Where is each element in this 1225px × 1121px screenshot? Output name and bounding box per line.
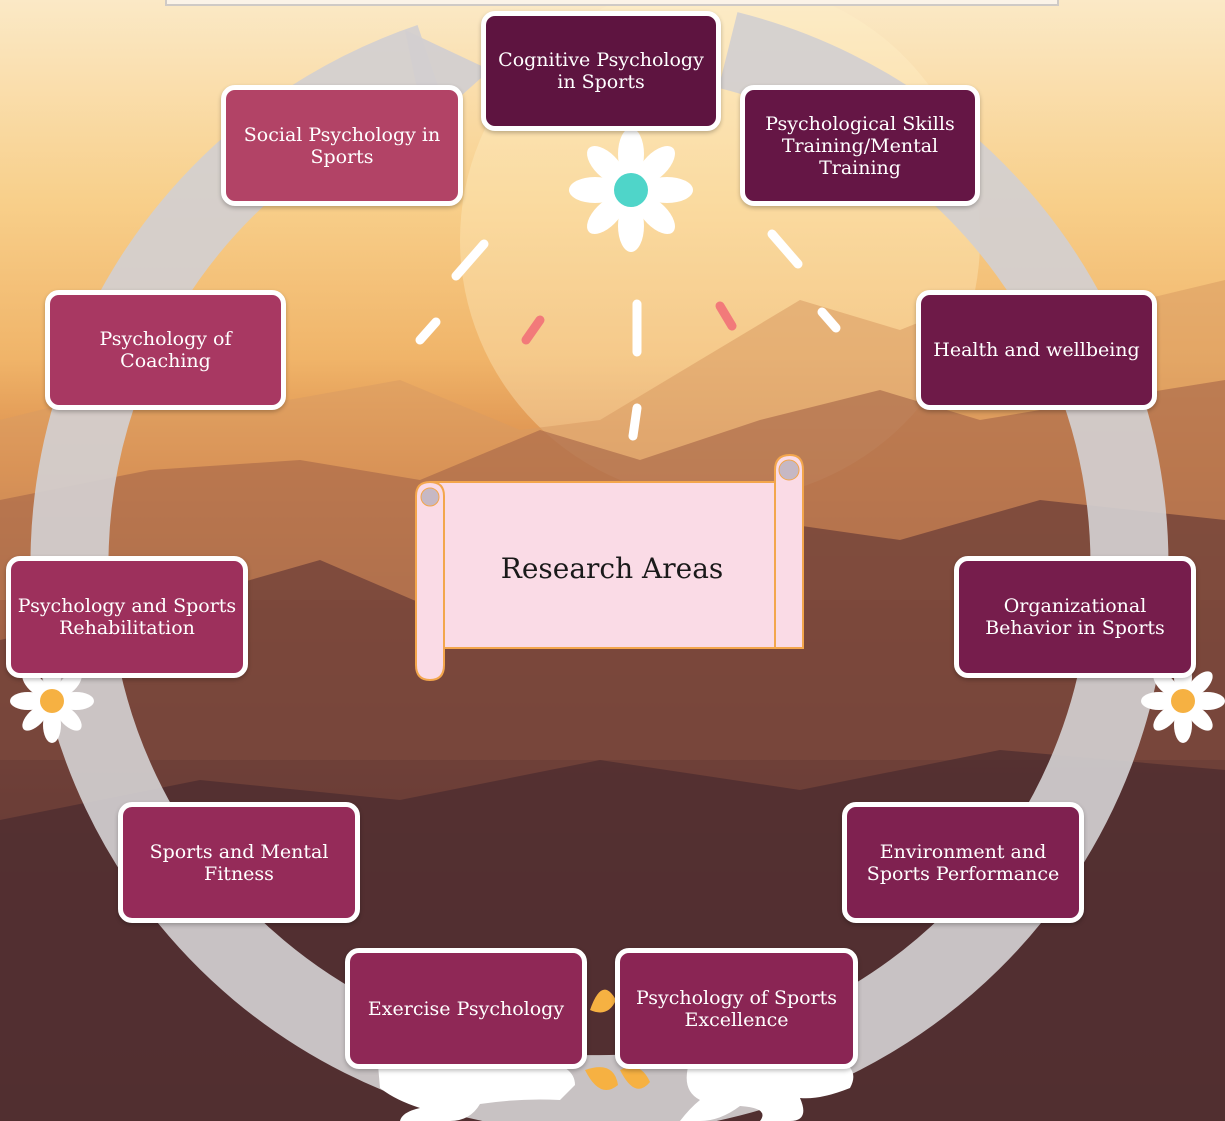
node-psychological-skills-training: Psychological Skills Training/Mental Tra… [740, 85, 980, 206]
diagram-title: Research Areas [500, 551, 724, 585]
node-organizational-behavior: Organizational Behavior in Sports [954, 556, 1196, 678]
research-scroll [415, 453, 804, 682]
radiating-dashes [415, 229, 841, 441]
node-sports-excellence: Psychology of Sports Excellence [615, 948, 858, 1069]
node-cognitive-psychology: Cognitive Psychology in Sports [481, 11, 721, 131]
node-exercise-psychology: Exercise Psychology [345, 948, 587, 1069]
node-psychology-coaching: Psychology of Coaching [45, 290, 286, 410]
node-sports-rehabilitation: Psychology and Sports Rehabilitation [6, 556, 248, 678]
top-frame [165, 0, 1059, 6]
lotus-decoration-icon [585, 989, 650, 1090]
node-health-wellbeing: Health and wellbeing [916, 290, 1157, 410]
flower-orange-right-icon [1141, 659, 1225, 743]
node-environment-performance: Environment and Sports Performance [842, 802, 1084, 923]
node-sports-mental-fitness: Sports and Mental Fitness [118, 802, 360, 923]
flower-teal-icon [569, 128, 693, 252]
node-social-psychology: Social Psychology in Sports [221, 85, 463, 206]
